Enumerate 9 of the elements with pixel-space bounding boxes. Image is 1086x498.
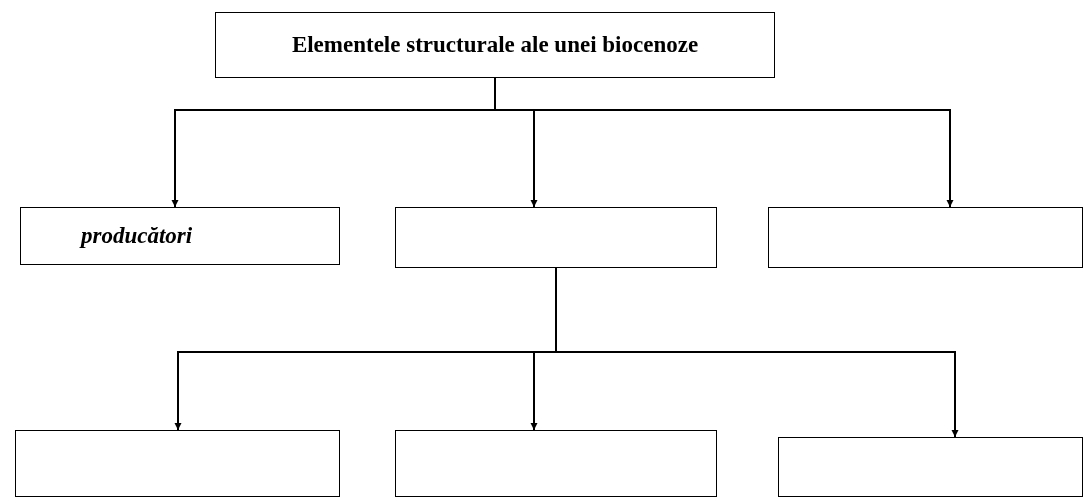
category-box	[395, 430, 717, 497]
title-box	[215, 12, 775, 78]
category-box	[395, 207, 717, 268]
category-box	[778, 437, 1083, 497]
heading: Elementele structurale ale unei biocenoze	[291, 32, 699, 58]
category-box	[20, 207, 340, 265]
category-label: producători	[81, 223, 193, 249]
category-box	[768, 207, 1083, 268]
category-box	[15, 430, 340, 497]
